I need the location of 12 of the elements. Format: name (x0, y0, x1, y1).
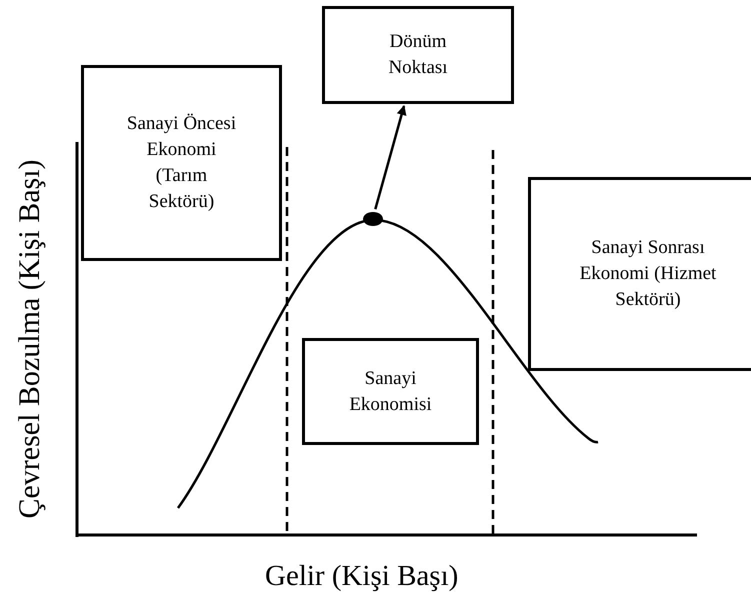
text-box (528, 177, 751, 371)
box-text: Sanayi Öncesi Ekonomi (Tarım Sektörü) (126, 112, 236, 214)
box-text: Sanayi Ekonomisi (348, 366, 433, 416)
text-box (322, 6, 514, 104)
box-text: Sanayi Sonrası Ekonomi (Hizmet Sektörü) (578, 236, 718, 312)
text-box (302, 338, 479, 445)
peak-dot (363, 212, 383, 226)
y-axis-title: Çevresel Bozulma (Kişi Başı) (13, 158, 47, 521)
box-text: Dönüm Noktası (387, 30, 449, 80)
arrow (374, 105, 406, 210)
text-box (81, 65, 282, 261)
x-axis-title: Gelir (Kişi Başı) (265, 560, 458, 593)
